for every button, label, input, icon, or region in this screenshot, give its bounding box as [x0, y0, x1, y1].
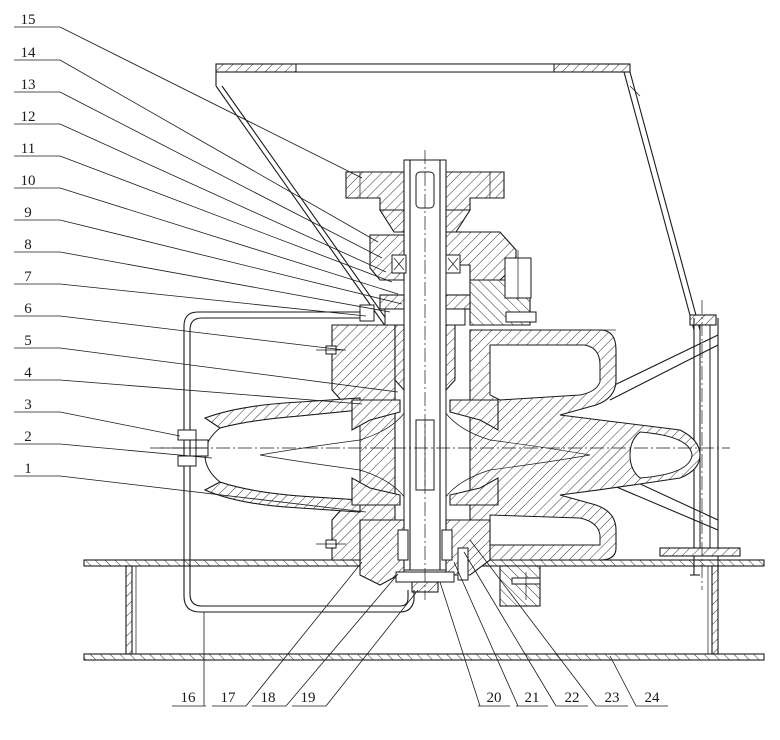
part-label-21: 21	[525, 690, 540, 706]
part-label-16: 16	[181, 690, 197, 706]
part-label-5: 5	[24, 333, 32, 349]
part-label-11: 11	[21, 141, 35, 157]
part-label-24: 24	[645, 690, 661, 706]
part-label-18: 18	[261, 690, 276, 706]
part-label-10: 10	[21, 173, 36, 189]
part-label-23: 23	[605, 690, 620, 706]
part-label-8: 8	[24, 237, 32, 253]
part-label-20: 20	[487, 690, 502, 706]
part-label-4: 4	[24, 365, 32, 381]
part-label-7: 7	[24, 269, 32, 285]
hopper-cover	[215, 63, 701, 331]
part-label-13: 13	[21, 77, 36, 93]
centerlines	[150, 150, 730, 600]
part-label-6: 6	[24, 301, 32, 317]
impeller	[259, 399, 591, 506]
coupling	[345, 171, 505, 233]
part-label-9: 9	[24, 205, 32, 221]
part-label-2: 2	[24, 429, 32, 445]
leader-lines	[14, 26, 403, 513]
bottom-part-labels: 16 17 18 19 20 21 22 23 24	[181, 690, 661, 706]
left-part-labels: 15 14 13 12 11 10 9 8 7 6 5 4 3 2 1	[21, 12, 37, 477]
part-label-1: 1	[24, 461, 32, 477]
bottom-leader-lines	[172, 539, 668, 707]
seal-assembly	[359, 294, 537, 392]
part-label-17: 17	[221, 690, 237, 706]
part-label-14: 14	[21, 45, 37, 61]
part-label-19: 19	[301, 690, 316, 706]
part-label-22: 22	[565, 690, 580, 706]
volute-casing	[469, 329, 701, 561]
part-label-3: 3	[24, 397, 32, 413]
part-label-12: 12	[21, 109, 36, 125]
part-label-15: 15	[21, 12, 36, 28]
